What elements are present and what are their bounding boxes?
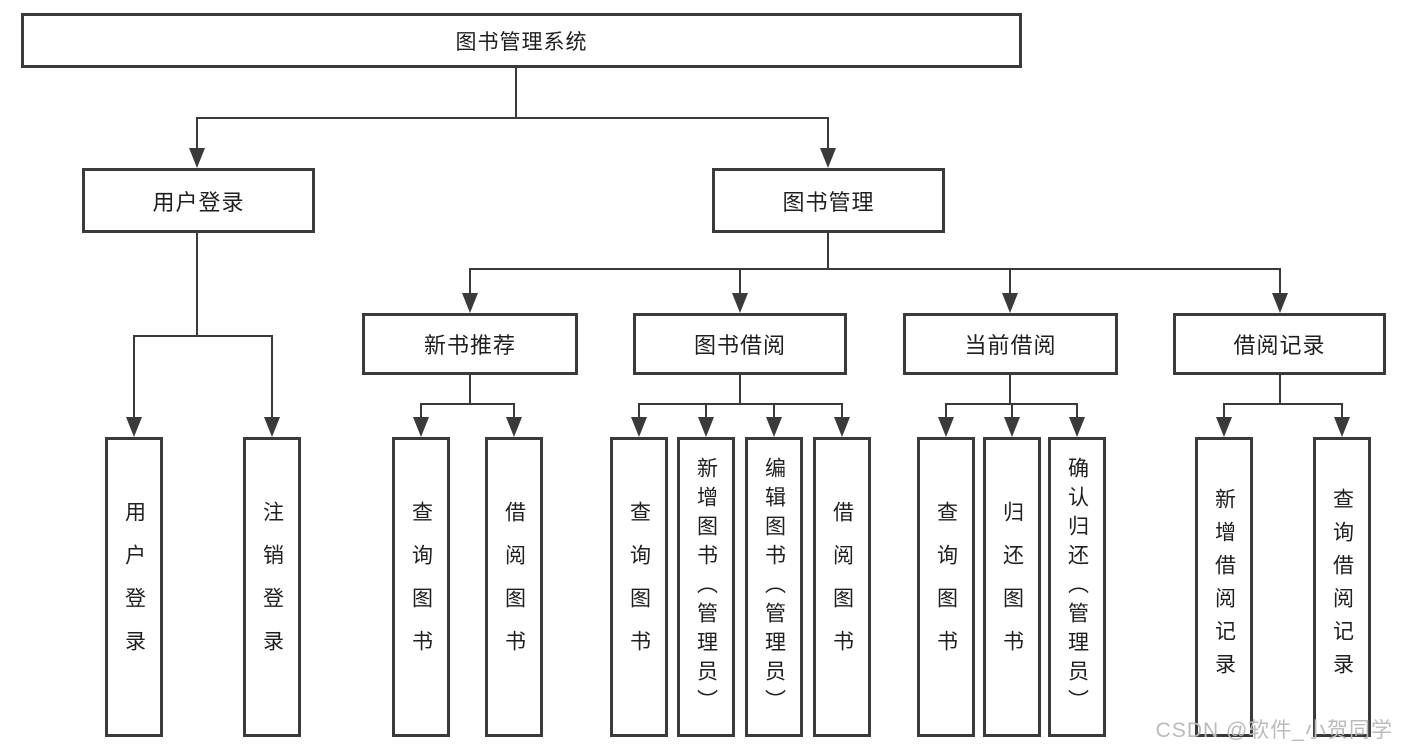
arrow-down-icon [820,148,836,168]
connector-top-bus [196,117,829,119]
connector-feed [739,375,741,405]
node-new-book-rec: 新书推荐 [362,313,578,375]
connector-level3-bus [469,268,1281,270]
node-root: 图书管理系统 [21,13,1022,68]
connector-stub-leaf [773,403,775,419]
node-current-borrow-label: 当前借阅 [964,333,1057,358]
node-current-borrow: 当前借阅 [903,313,1118,375]
leaf-label: 借阅图书 [502,501,526,673]
leaf-add-borrow-record: 新增借阅记录 [1195,437,1253,737]
leaf-label: 编辑图书（管理员） [762,456,786,718]
arrow-down-icon [1069,417,1085,437]
node-book-mgmt-label: 图书管理 [782,189,875,215]
connector-stub-leaf [1223,403,1225,419]
connector-stub-leaf [841,403,843,419]
leaf-label: 新增图书（管理员） [694,456,718,718]
connector-stub-leaf [420,403,422,419]
leaf-label: 注销登录 [260,501,284,673]
connector-stub-leaf [133,335,135,419]
node-new-book-rec-label: 新书推荐 [423,333,516,358]
connector-stub-leaf [1341,403,1343,419]
arrow-down-icon [834,417,850,437]
arrow-down-icon [1272,293,1288,313]
node-borrow-record: 借阅记录 [1173,313,1386,375]
arrow-down-icon [1002,293,1018,313]
connector-group-bus [1223,403,1343,405]
arrow-down-icon [1216,417,1232,437]
arrow-down-icon [126,417,142,437]
connector-stub-leaf [1076,403,1078,419]
arrow-down-icon [413,417,429,437]
leaf-query-borrow-record: 查询借阅记录 [1313,437,1371,737]
connector-stub-leaf [705,403,707,419]
node-borrow-record-label: 借阅记录 [1233,333,1326,358]
arrow-down-icon [462,293,478,313]
arrow-down-icon [631,417,647,437]
node-book-borrow: 图书借阅 [633,313,847,375]
arrow-down-icon [189,148,205,168]
connector-group-bus [638,403,843,405]
node-user-login-label: 用户登录 [152,189,245,215]
leaf-confirm-return-admin: 确认归还（管理员） [1048,437,1106,737]
csdn-watermark: CSDN @软件_小贺同学 [1155,719,1393,742]
node-book-borrow-label: 图书借阅 [693,333,786,358]
connector-user-login-feed [196,233,198,337]
leaf-borrow-books-2: 借阅图书 [813,437,871,737]
node-root-label: 图书管理系统 [455,30,588,54]
leaf-label: 归还图书 [1000,501,1024,673]
arrow-down-icon [698,417,714,437]
connector-feed [1279,375,1281,405]
leaf-label: 查询图书 [409,501,433,673]
leaf-label: 新增借阅记录 [1212,488,1236,686]
arrow-down-icon [1334,417,1350,437]
leaf-query-books-1: 查询图书 [392,437,450,737]
connector-feed [469,375,471,405]
node-user-login: 用户登录 [82,168,315,233]
leaf-user-login-1: 用户登录 [105,437,163,737]
leaf-label: 确认归还（管理员） [1065,456,1089,718]
connector-group-bus [420,403,515,405]
leaf-add-book-admin: 新增图书（管理员） [677,437,735,737]
node-book-mgmt: 图书管理 [712,168,945,233]
leaf-query-books-3: 查询图书 [917,437,975,737]
connector-stub-leaf [513,403,515,419]
connector-stub-leaf [271,335,273,419]
connector-stub-leaf [1011,403,1013,419]
leaf-user-logout: 注销登录 [243,437,301,737]
leaf-borrow-books-1: 借阅图书 [485,437,543,737]
leaf-label: 用户登录 [122,501,146,673]
arrow-down-icon [1004,417,1020,437]
leaf-label: 查询借阅记录 [1330,488,1354,686]
connector-stub-book-borrow [739,268,741,295]
connector-stub-current-borrow [1009,268,1011,295]
connector-book-mgmt-feed [827,233,829,270]
arrow-down-icon [732,293,748,313]
arrow-down-icon [264,417,280,437]
leaf-edit-book-admin: 编辑图书（管理员） [745,437,803,737]
leaf-label: 借阅图书 [830,501,854,673]
connector-stub-leaf [945,403,947,419]
connector-stub-borrow-record [1279,268,1281,295]
leaf-label: 查询图书 [934,501,958,673]
leaf-return-book: 归还图书 [983,437,1041,737]
connector-stub-leaf [638,403,640,419]
connector-stub-user-login [196,117,198,150]
connector-stub-new-book [469,268,471,295]
connector-root-feed [515,68,517,119]
leaf-label: 查询图书 [627,501,651,673]
leaf-query-books-2: 查询图书 [610,437,668,737]
arrow-down-icon [938,417,954,437]
arrow-down-icon [766,417,782,437]
arrow-down-icon [506,417,522,437]
connector-user-login-bus [133,335,273,337]
connector-stub-book-mgmt [827,117,829,150]
connector-feed [1009,375,1011,405]
